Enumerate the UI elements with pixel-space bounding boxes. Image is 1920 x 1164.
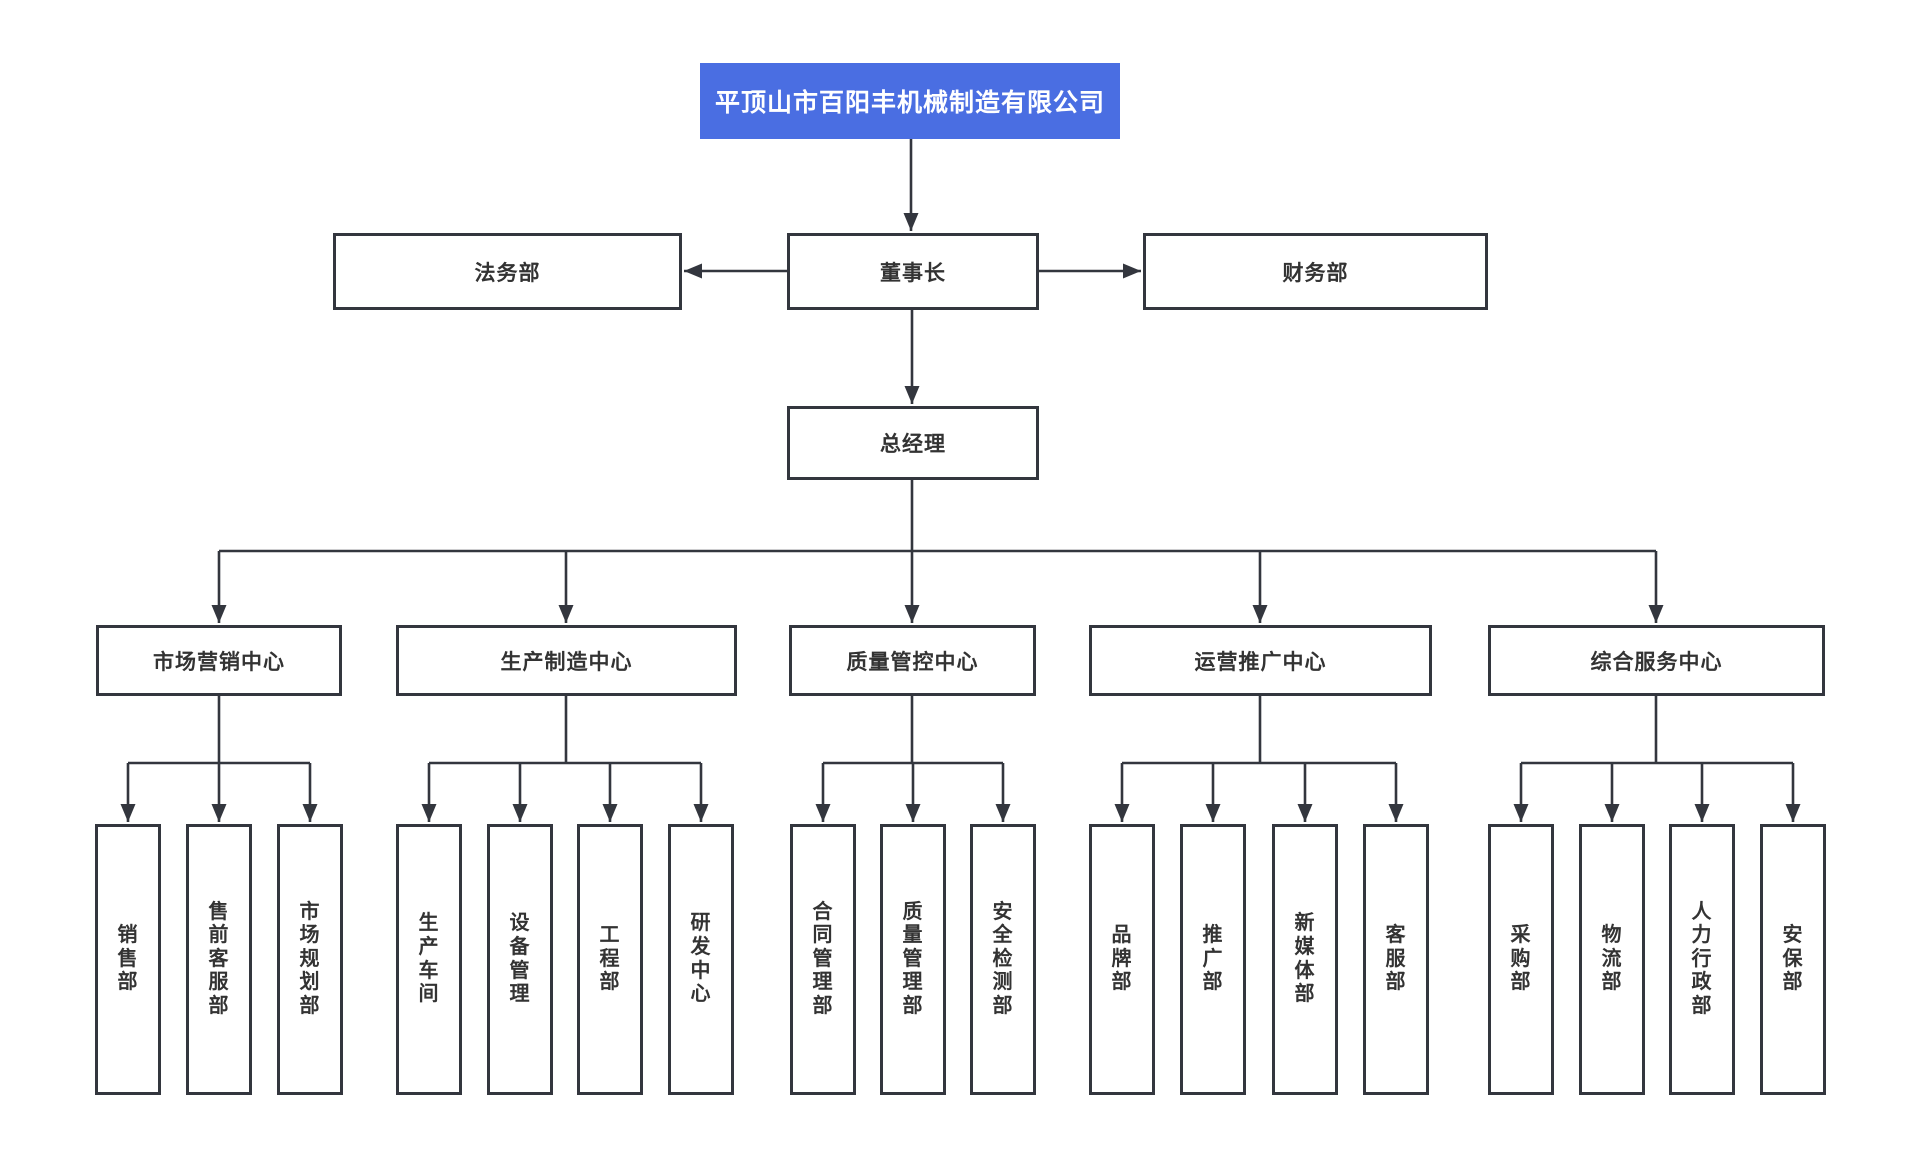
company-root-label: 平顶山市百阳丰机械制造有限公司 (714, 89, 1105, 117)
center-node-marketing: 市场营销中心 (96, 625, 342, 696)
dept-label: 人力行政部 (1691, 900, 1713, 1017)
company-root-node: 平顶山市百阳丰机械制造有限公司 (700, 63, 1120, 139)
dept-node-engineering: 工程部 (577, 824, 643, 1095)
dept-node-logistics: 物流部 (1579, 824, 1645, 1095)
dept-node-hr-admin: 人力行政部 (1669, 824, 1735, 1095)
center-label: 市场营销中心 (153, 650, 285, 674)
dept-node-safety-inspection: 安全检测部 (970, 824, 1036, 1095)
finance-dept-node: 财务部 (1143, 233, 1488, 310)
center-label: 质量管控中心 (846, 650, 979, 674)
dept-label: 研发中心 (690, 912, 712, 1006)
dept-label: 设备管理 (509, 912, 531, 1006)
center-node-production: 生产制造中心 (396, 625, 737, 696)
dept-label: 新媒体部 (1294, 912, 1316, 1006)
center-node-operations: 运营推广中心 (1089, 625, 1432, 696)
dept-node-customer-service: 客服部 (1363, 824, 1429, 1095)
dept-node-sales: 销售部 (95, 824, 161, 1095)
dept-node-contract-mgmt: 合同管理部 (790, 824, 856, 1095)
dept-label: 生产车间 (418, 912, 440, 1006)
dept-label: 售前客服部 (208, 900, 230, 1017)
chairman-node: 董事长 (787, 233, 1039, 310)
dept-node-purchasing: 采购部 (1488, 824, 1554, 1095)
dept-node-presales-service: 售前客服部 (186, 824, 252, 1095)
dept-label: 质量管理部 (902, 900, 924, 1017)
dept-label: 推广部 (1202, 924, 1224, 994)
finance-dept-label: 财务部 (1282, 261, 1349, 285)
center-node-quality: 质量管控中心 (789, 625, 1036, 696)
center-node-services: 综合服务中心 (1488, 625, 1825, 696)
dept-label: 销售部 (117, 924, 139, 994)
dept-label: 工程部 (599, 924, 621, 994)
dept-node-promotion: 推广部 (1180, 824, 1246, 1095)
general-manager-label: 总经理 (880, 433, 946, 456)
dept-label: 市场规划部 (299, 900, 321, 1017)
center-label: 综合服务中心 (1590, 650, 1723, 674)
dept-label: 采购部 (1510, 924, 1532, 994)
dept-label: 品牌部 (1111, 924, 1133, 994)
center-label: 生产制造中心 (500, 650, 633, 674)
general-manager-node: 总经理 (787, 406, 1039, 480)
dept-node-quality-mgmt: 质量管理部 (880, 824, 946, 1095)
dept-node-production-workshop: 生产车间 (396, 824, 462, 1095)
chairman-label: 董事长 (880, 261, 946, 285)
dept-node-security: 安保部 (1760, 824, 1826, 1095)
dept-label: 客服部 (1385, 924, 1407, 994)
dept-node-rnd-center: 研发中心 (668, 824, 734, 1095)
dept-label: 合同管理部 (812, 900, 834, 1017)
dept-node-equipment-mgmt: 设备管理 (487, 824, 553, 1095)
legal-dept-label: 法务部 (474, 261, 541, 285)
dept-label: 物流部 (1601, 924, 1623, 994)
dept-node-new-media: 新媒体部 (1272, 824, 1338, 1095)
dept-label: 安全检测部 (992, 900, 1014, 1017)
legal-dept-node: 法务部 (333, 233, 682, 310)
center-label: 运营推广中心 (1194, 650, 1327, 674)
dept-node-market-planning: 市场规划部 (277, 824, 343, 1095)
dept-node-brand: 品牌部 (1089, 824, 1155, 1095)
dept-label: 安保部 (1782, 924, 1804, 994)
